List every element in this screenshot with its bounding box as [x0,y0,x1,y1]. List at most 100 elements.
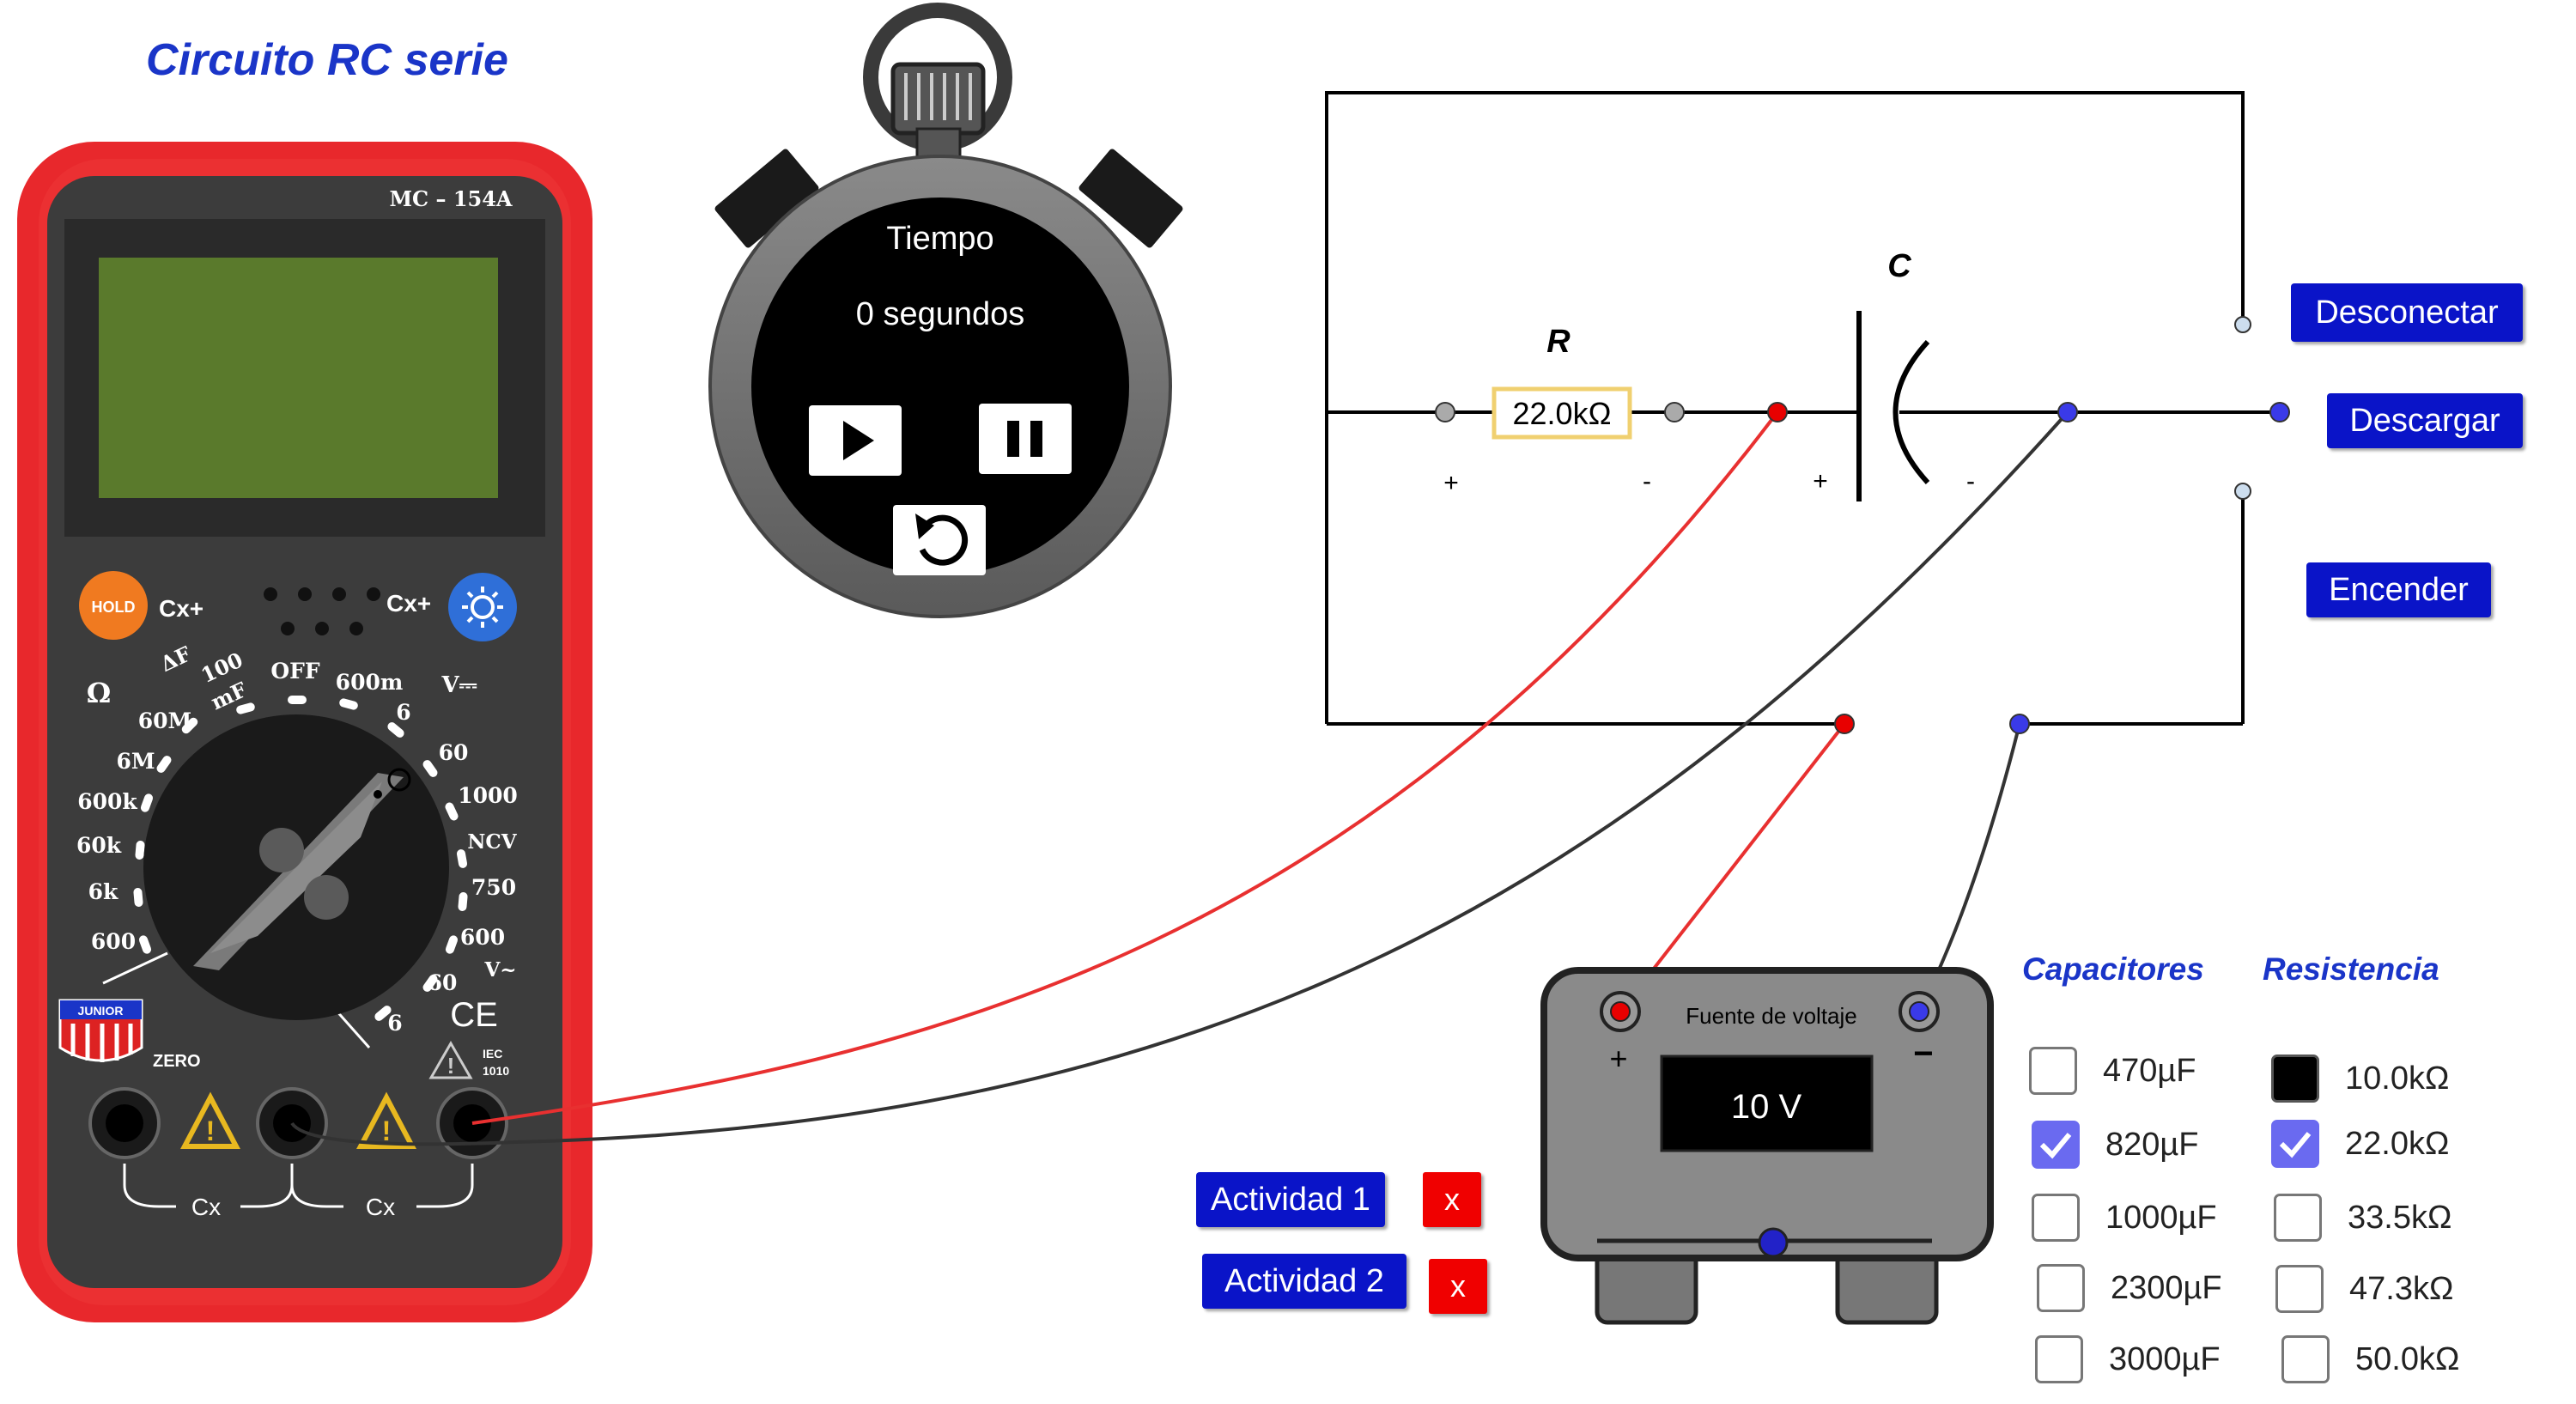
circuit-diagram [1325,91,2280,726]
range-60k: 60k [76,833,122,858]
pause-icon [1007,421,1042,457]
iec-label: IEC [483,1047,502,1061]
capacitor-option[interactable]: 470µF [2029,1047,2196,1095]
capacitor-option[interactable]: 820µF [2032,1121,2199,1169]
reset-icon [915,514,969,566]
svg-text:!: ! [447,1053,455,1079]
activity-2-button[interactable]: Actividad 2 [1202,1254,1406,1309]
supply-plus-label: + [1609,1041,1627,1076]
range-6M: 6M [116,749,155,774]
backlight-button[interactable] [448,573,517,641]
supply-bottom-node[interactable] [1758,1227,1789,1258]
checkbox[interactable] [2271,1055,2319,1103]
capacitor-option[interactable]: 3000µF [2035,1335,2221,1383]
activity-1-button[interactable]: Actividad 1 [1196,1172,1385,1227]
warning-icon: ! [180,1091,240,1149]
capacitor-option[interactable]: 2300µF [2037,1264,2222,1312]
checkbox[interactable] [2274,1194,2322,1242]
supply-negative-node[interactable] [2009,714,2030,734]
option-label: 820µF [2105,1126,2199,1163]
resistor-minus-label: - [1643,467,1651,495]
range-600k: 600k [77,789,137,814]
disconnect-button[interactable]: Desconectar [2291,283,2523,342]
resistance-option[interactable]: 47.3kΩ [2275,1265,2453,1313]
reset-button[interactable] [893,505,986,575]
junior-logo: JUNIOR [58,999,143,1062]
ce-label: CE [450,996,498,1034]
play-icon [843,421,874,460]
resistance-option[interactable]: 22.0kΩ [2271,1120,2449,1168]
supply-display [1660,1055,1874,1152]
checkbox[interactable] [2275,1265,2324,1313]
switch-bottom-node[interactable] [2234,483,2251,500]
discharge-button[interactable]: Descargar [2327,393,2523,448]
activity-1-close-button[interactable]: x [1423,1172,1481,1227]
checkbox[interactable] [2029,1047,2077,1095]
checkbox[interactable] [2032,1194,2080,1242]
resistance-header: Resistencia [2263,951,2439,987]
option-label: 50.0kΩ [2355,1340,2460,1377]
resistor-plus-label: + [1443,469,1459,497]
stopwatch: Tiempo 0 segundos [708,3,1183,618]
resistance-option[interactable]: 33.5kΩ [2274,1194,2451,1242]
hold-label: HOLD [92,599,136,616]
range-60: 60 [439,740,469,765]
capacitor-option[interactable]: 1000µF [2032,1194,2217,1242]
red-probe-wire[interactable] [471,410,1779,1125]
pause-button[interactable] [979,404,1072,474]
resistor [1492,386,1632,440]
page-title: Circuito RC serie [146,35,508,85]
stopwatch-label: Tiempo [886,221,993,257]
checkbox[interactable] [2271,1120,2319,1168]
resistance-option[interactable]: 10.0kΩ [2271,1055,2449,1103]
red-probe-node[interactable] [1767,402,1788,422]
hold-button[interactable] [79,571,148,640]
option-label: 10.0kΩ [2345,1060,2450,1097]
multimeter: MC – 154A HOLD Cx+ Cx+ Ω 60M 6M 600k 60k [17,142,592,1322]
supply-voltage: 10 V [1731,1088,1802,1126]
supply-positive-node[interactable] [1834,714,1855,734]
cx-left-label: Cx [191,1194,221,1220]
supply-minus-label: − [1913,1035,1933,1073]
range-750: 750 [471,875,516,900]
junior-label: JUNIOR [78,1004,124,1018]
discharge-node[interactable] [2269,402,2290,422]
model-label: MC – 154A [389,186,512,211]
resistor-value: 22.0kΩ [1513,396,1612,431]
black-probe-node[interactable] [2057,402,2078,422]
ncv-label: NCV [467,830,517,854]
r-label: R [1546,324,1571,360]
range-6: 6 [396,700,410,725]
resistance-option[interactable]: 50.0kΩ [2281,1335,2459,1383]
cx-plus-left-label: Cx+ [159,595,204,622]
checkbox[interactable] [2281,1335,2330,1383]
option-label: 47.3kΩ [2349,1270,2454,1307]
range-6k: 6k [88,879,118,904]
checkbox[interactable] [2037,1264,2085,1312]
resistor-right-terminal[interactable] [1664,402,1685,422]
range-600v: 600 [460,925,505,950]
svg-text:!: ! [206,1115,216,1146]
option-label: 3000µF [2109,1340,2221,1377]
cx-plus-right-label: Cx+ [386,590,431,617]
resistor-left-terminal[interactable] [1435,402,1455,422]
checkbox[interactable] [2032,1121,2080,1169]
checkmark-icon [2039,1133,2072,1159]
svg-text:!: ! [382,1115,392,1146]
vac-label: V~ [483,958,516,982]
play-button[interactable] [809,405,902,476]
option-label: 1000µF [2105,1199,2217,1236]
activity-2-close-button[interactable]: x [1429,1259,1487,1314]
zero-label: ZERO [153,1052,201,1071]
switch-top-node[interactable] [2234,316,2251,333]
range-1000: 1000 [458,783,518,808]
vdc-label: V⎓ [441,672,477,698]
black-probe-wire[interactable] [290,410,2069,1146]
turn-on-button[interactable]: Encender [2306,562,2491,617]
cx-right-label: Cx [366,1194,395,1220]
c-label: C [1887,248,1911,284]
range-600: 600 [91,929,136,954]
warning-icon: ! [428,1040,473,1079]
checkbox[interactable] [2035,1335,2083,1383]
